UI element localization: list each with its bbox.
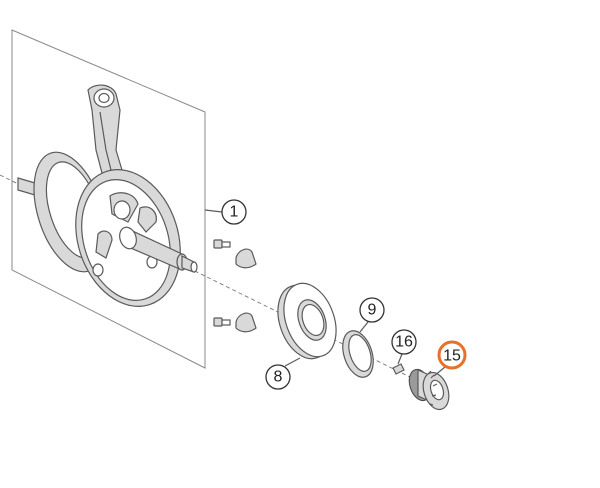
- bearing-part: [277, 282, 337, 360]
- leader-line-8: [284, 357, 301, 367]
- callout-1[interactable]: 1: [221, 199, 247, 225]
- plug-screw-bottom: [213, 317, 231, 327]
- leader-line-15: [433, 366, 446, 377]
- leader-line-16: [397, 353, 403, 365]
- callout-16[interactable]: 16: [391, 329, 417, 355]
- shim-ring-part: [342, 330, 374, 378]
- woodruff-key-top: [235, 248, 257, 269]
- callout-9-label: 9: [368, 302, 377, 319]
- callout-15-label: 15: [443, 348, 461, 365]
- callout-15[interactable]: 15: [437, 340, 467, 370]
- leader-line-1: [204, 209, 223, 213]
- callout-8[interactable]: 8: [265, 364, 291, 390]
- crankshaft-assembly: [17, 84, 198, 307]
- callout-15-highlight-ring: [437, 340, 467, 370]
- callout-8-label: 8: [274, 369, 283, 386]
- callout-1-label: 1: [230, 204, 239, 221]
- callout-16-label: 16: [395, 334, 413, 351]
- leader-line-9: [359, 321, 369, 333]
- gear-part: [408, 368, 450, 411]
- callout-9[interactable]: 9: [359, 297, 385, 323]
- small-key-part: [392, 363, 405, 375]
- woodruff-key-bottom: [235, 312, 257, 333]
- plug-screw-top: [213, 239, 231, 249]
